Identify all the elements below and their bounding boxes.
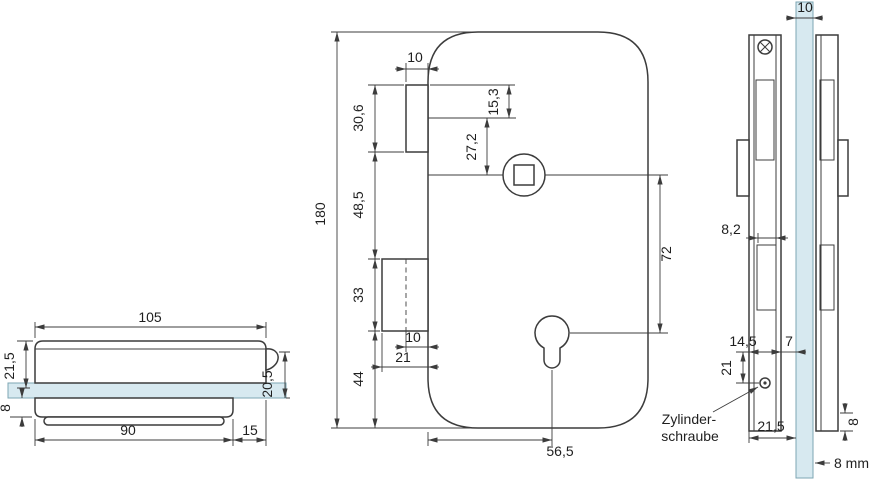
dim-44-label: 44 [350,371,366,387]
latch-bolt-right [837,139,849,197]
glass-panel-side [7,382,287,399]
clamp-body-bottom [34,397,234,418]
cover-plate [815,34,839,432]
dim-33-label: 33 [350,287,366,303]
dim-7-label: 7 [785,333,793,349]
dim-14-5-label: 14,5 [729,333,756,349]
dim-8-2-label: 8,2 [721,221,741,237]
side-view: 105 21,5 8 20,5 90 15 [0,309,290,446]
dim-15-label: 15 [242,422,258,438]
lower-latch-box [381,258,429,332]
upper-latch-box [405,84,429,153]
glass-panel-section [795,1,814,479]
section-view: 10 8,2 14,5 7 21 21,5 8 8 mm [661,0,869,479]
dim-10-glass-label: 10 [797,0,813,15]
dim-30-6-label: 30,6 [350,104,366,131]
dim-105-label: 105 [138,309,162,325]
base-plate [43,416,225,426]
dim-20-5-label: 20,5 [259,370,275,397]
dim-10-latch-label: 10 [407,49,423,65]
front-view-dimensions: 180 30,6 48,5 33 44 10 15,3 27,2 72 [312,31,674,459]
latch-channel-left [755,79,775,161]
cylinder-slot-left [756,244,777,311]
spindle-square [513,164,535,186]
cylinder-slot-right [819,244,835,311]
side-view-dimensions: 105 21,5 8 20,5 90 15 [0,309,290,446]
glass-thickness-label: 8 mm [834,455,869,471]
keyhole [534,315,570,369]
dim-21-5-depth-label: 21,5 [757,418,784,434]
cylinder-screw-center [763,381,767,385]
dim-21-bottom-label: 21 [395,349,411,365]
clamp-body-top [34,340,267,384]
dim-90-label: 90 [120,422,136,438]
cylinder-screw-label-line1: Zylinder- [662,411,717,427]
latch-hook [265,348,279,371]
lock-body-front [427,31,649,429]
section-view-dimensions: 10 8,2 14,5 7 21 21,5 8 8 mm [661,0,869,471]
dim-56-5-label: 56,5 [546,443,573,459]
dim-15-3-label: 15,3 [485,88,501,115]
dim-10-bottom-label: 10 [405,329,421,345]
latch-channel-right [819,79,835,161]
dim-8-side-label: 8 [0,404,13,412]
dim-21-screw-label: 21 [718,360,734,376]
center-lines [428,84,668,334]
dim-48-5-label: 48,5 [350,191,366,218]
dim-72-label: 72 [658,246,674,262]
dim-180-label: 180 [312,202,328,226]
dim-21-5-side-label: 21,5 [1,352,17,379]
cylinder-screw-label-line2: schraube [661,428,719,444]
screw-cross-icon [759,41,771,53]
front-view: 180 30,6 48,5 33 44 10 15,3 27,2 72 [312,31,674,459]
dim-8-edge-label: 8 [845,418,861,426]
latch-bolt-left [736,139,750,197]
dim-27-2-label: 27,2 [463,133,479,160]
